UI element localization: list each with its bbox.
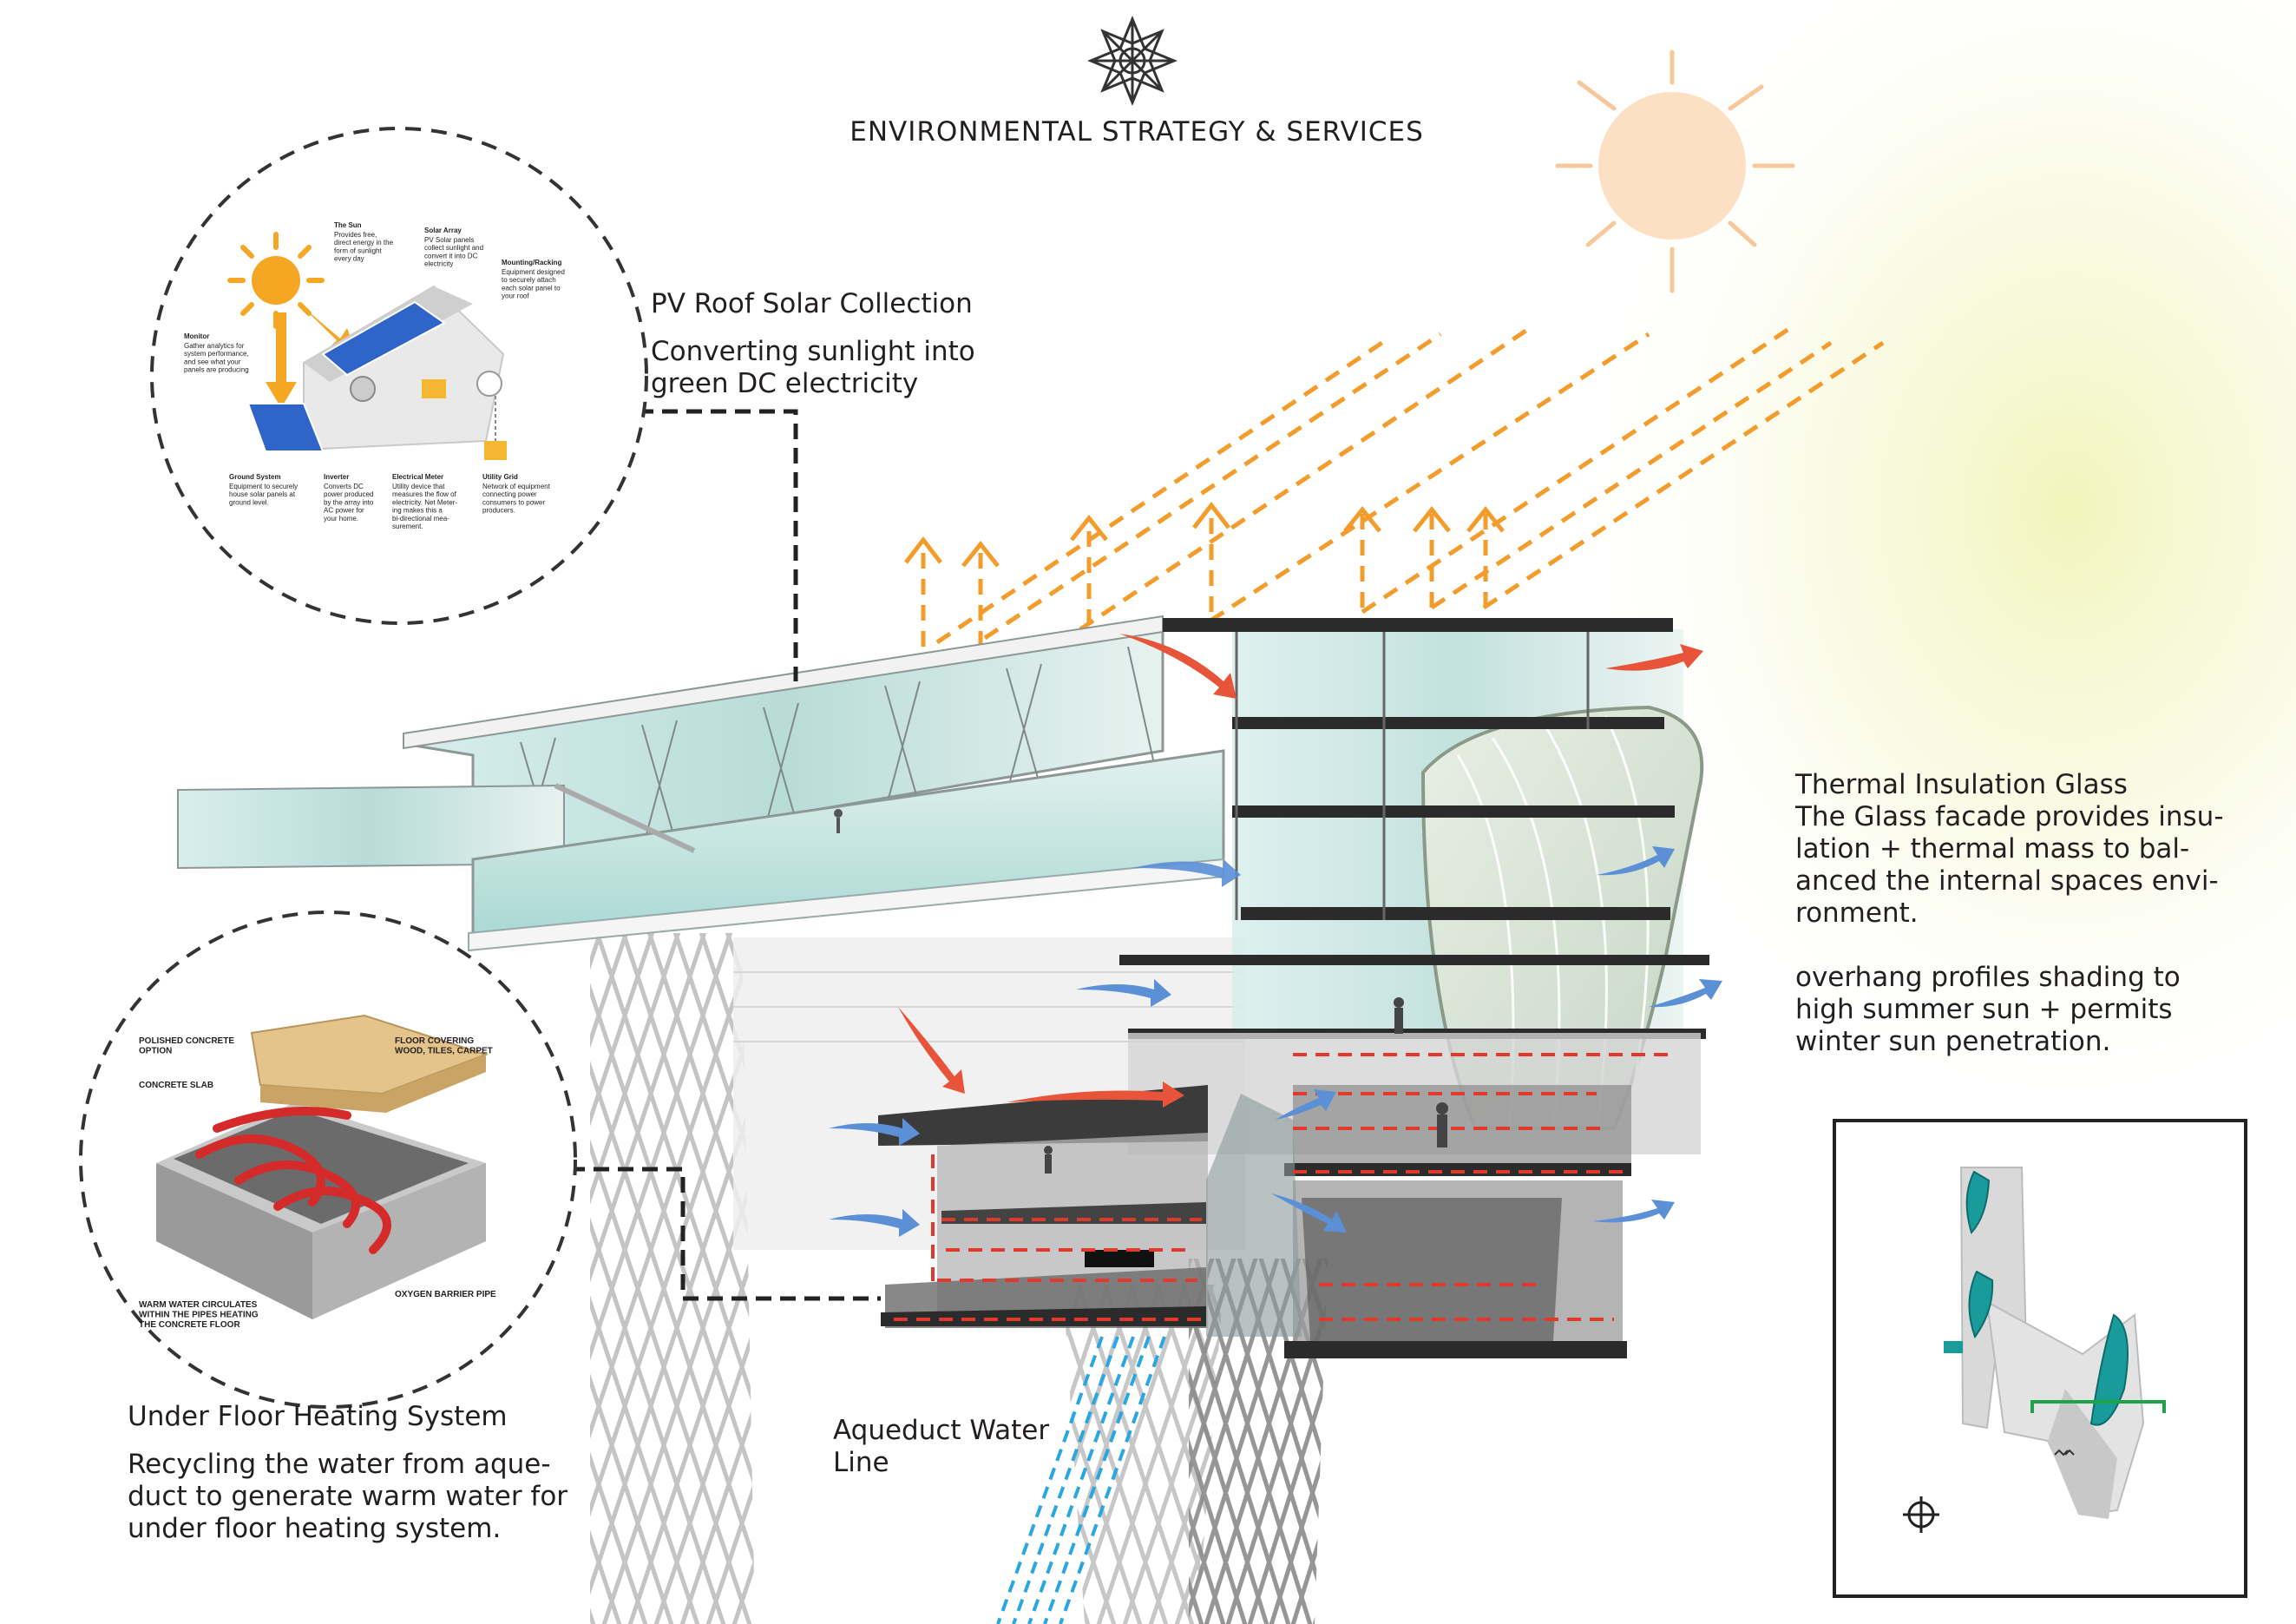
- svg-text:Monitor: Monitor: [184, 332, 209, 340]
- page-title: ENVIRONMENTAL STRATEGY & SERVICES: [833, 116, 1440, 148]
- svg-text:Electrical Meter: Electrical Meter: [392, 473, 443, 481]
- svg-text:OXYGEN BARRIER PIPE: OXYGEN BARRIER PIPE: [395, 1290, 496, 1299]
- logo-icon: [1091, 19, 1174, 102]
- svg-text:Solar Array: Solar Array: [424, 227, 462, 234]
- svg-text:Mounting/Racking: Mounting/Racking: [502, 259, 561, 266]
- svg-text:Inverter: Inverter: [324, 473, 349, 481]
- svg-text:CONCRETE SLAB: CONCRETE SLAB: [139, 1081, 213, 1090]
- aqueduct-label: Aqueduct Water Line: [833, 1415, 1049, 1479]
- svg-text:The Sun: The Sun: [334, 221, 362, 229]
- svg-text:Ground System: Ground System: [229, 473, 281, 481]
- thermal-heading: Thermal Insulation Glass: [1795, 769, 2128, 801]
- thermal-description: The Glass facade provides insu- lation +…: [1795, 801, 2224, 930]
- pv-description: Converting sunlight into green DC electr…: [651, 336, 975, 400]
- overhang-description: overhang profiles shading to high summer…: [1795, 962, 2181, 1058]
- pv-heading: PV Roof Solar Collection: [651, 288, 973, 320]
- floor-heating-heading: Under Floor Heating System: [128, 1401, 508, 1433]
- svg-text:Utility Grid: Utility Grid: [482, 473, 518, 481]
- lattice-column-left: [590, 933, 755, 1624]
- floor-heating-description: Recycling the water from aque- duct to g…: [128, 1449, 567, 1545]
